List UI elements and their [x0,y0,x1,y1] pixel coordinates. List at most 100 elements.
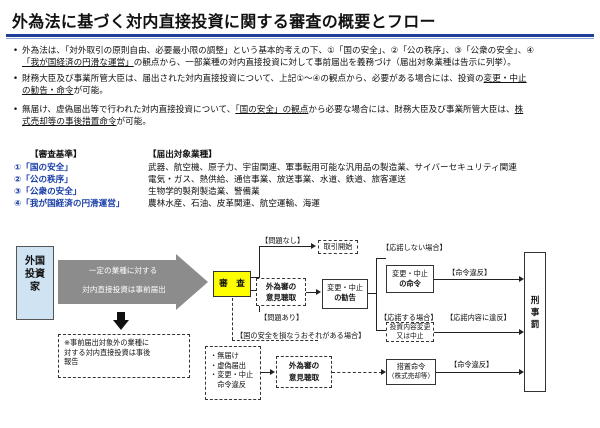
bullet-2-tail: が可能。 [73,86,108,96]
criteria-row-2: ②「公の秩序」 [14,175,73,187]
connector [368,293,376,294]
connector [376,258,386,259]
transaction-start-box: 取引開始 [318,240,358,254]
transaction-start-label: 取引開始 [323,242,353,251]
post-report-note: ※事前届出対象外の業種に 対する対内直接投資は事後 報告 [58,334,190,378]
bullet-3: • 無届け、虚偽届出等で行われた対内直接投資について、「国の安全」の観点から必要… [13,105,524,127]
council-label: 意見聴取 [265,293,297,302]
connector [436,372,520,373]
bullet-1: • 外為法は、「対外取引の原則自由、必要最小限の調整」という基本的考えの下、①「… [13,46,535,68]
unfiled-item: ・変更・中止 [210,370,254,379]
unfiled-conditions-box: ・無届け ・虚偽届出 ・変更・中止 命令違反 [205,346,261,400]
bullet-3-underline-3: 式売却等の事後措置命令 [22,117,117,127]
criteria-num: ③ [14,187,22,197]
council-hearing-box-1: 外為審の 意見聴取 [256,278,306,306]
unfiled-item: ・虚偽届出 [210,360,246,370]
note-line: 対する対内直接投資は事後 [64,347,151,357]
arrow-head [316,289,321,295]
connector [232,340,318,341]
review-label: 審 査 [219,279,245,289]
connector [251,290,259,291]
connector [259,246,260,278]
unfiled-item: ・無届け [210,351,239,360]
post-report-arrow [113,312,129,330]
bullet-1-criteria-4: 「我が国経済の円滑な運営」 [22,58,134,68]
industries-header: 【届出対象業種】 [148,150,217,160]
council-hearing-box-2: 外為審の 意見聴取 [276,356,332,388]
council-label: 意見聴取 [288,373,320,382]
measure-order-box: 措置命令 （株式売却等） [386,359,436,385]
criteria-label: 「我が国経済の円滑運営」 [21,199,125,209]
criteria-num: ① [14,163,22,173]
criteria-label: 「国の安全」 [21,163,73,173]
bullet-3-underline: 「国の安全」の観点 [235,105,309,115]
bullet-3-text-b: から必要な場合には、財務大臣及び事業所管大臣は、 [308,105,515,115]
connector [261,372,271,373]
measure-order-label: 措置命令 [396,362,426,371]
connector [376,258,377,330]
criteria-label: 「公の秩序」 [21,175,73,185]
bullet-3-tail: が可能。 [116,117,151,127]
connector [251,277,259,278]
connector [232,298,233,340]
council-label: 外為審の [288,361,320,370]
industries-row-2: 電気・ガス、熱供給、通信事業、放送事業、水道、鉄道、旅客運送 [148,175,406,185]
bullet-3-text: 無届け、虚偽届出等で行われた対内直接投資について、 [22,105,236,115]
violation-label-1: 【命令違反】 [448,268,492,277]
criteria-num: ② [14,175,22,185]
criteria-row-4: ④「我が国経済の円滑運営」 [14,199,124,211]
arrow-head [519,276,524,282]
no-accept-label: 【応諾しない場合】 [382,243,447,252]
prior-notification-arrow [58,254,208,310]
connector [332,372,382,373]
problem-label: 【問題あり】 [260,313,304,322]
industries-row-3: 生物学的製剤製造業、警備業 [148,187,260,197]
connector [434,332,520,333]
bullet-2-underline: 変更・中止 [483,74,527,84]
industries-row-4: 農林水産、石油、皮革関連、航空運輸、海運 [148,199,320,209]
bullet-2: • 財務大臣及び事業所管大臣は、届出された対内直接投資について、上記①〜④の観点… [13,74,527,96]
connector [306,292,318,293]
connector [259,246,311,247]
bullet-2-underline-2: の勧告・命令 [22,86,74,96]
arrow-head [311,243,316,249]
measure-order-label: （株式売却等） [387,371,435,380]
criteria-label: 「公衆の安全」 [21,187,82,197]
no-problem-label: 【問題なし】 [261,236,305,245]
bullet-1-tail: の観点から、一部業種の対内直接投資に対して事前届出を義務づけ（届出対象業種は告示… [133,58,516,68]
recommendation-box: 変更・中止 の勧告 [322,279,368,309]
order-label: の命令 [399,278,421,288]
criminal-penalty-box: 刑事罰 [524,252,546,392]
note-line: ※事前届出対象外の業種に [64,338,150,347]
arrow-label-2: 対内直接投資は事前届出 [82,285,166,294]
change-report-label: 又は中止 [396,332,424,340]
title-rule-thin [6,38,594,39]
order-box: 変更・中止 の命令 [386,265,434,293]
unfiled-item: 命令違反 [210,379,246,389]
industries-row-1: 武器、航空機、原子力、宇宙関連、軍事転用可能な汎用品の製造業、サイバーセキュリテ… [148,163,517,173]
arrow-head [270,369,275,375]
violation-label-3: 【命令違反】 [450,360,494,369]
foreign-investor-box: 外国投資家 [16,246,54,320]
title-rule [6,34,594,37]
recommendation-label: の勧告 [334,292,356,302]
arrow-label-1: 一定の業種に対する [88,266,158,275]
bullet-1-criteria: ①「国の安全」、②「公の秩序」、③「公衆の安全」、④ [327,46,535,56]
bullet-3-underline-2: 株 [514,105,524,115]
connector [434,279,520,280]
bullet-1-text: 外為法は、「対外取引の原則自由、必要最小限の調整」という基本的考えの下、 [22,46,328,56]
criminal-penalty-label: 刑事罰 [530,296,540,330]
arrow-head [381,369,386,375]
change-report-box: 投資内容変更 又は中止 [386,322,434,342]
arrow-head [519,329,524,335]
criteria-num: ④ [14,199,22,209]
national-security-label: 【国の安全を損なうおそれがある場合】 [236,331,366,340]
review-box: 審 査 [213,271,251,297]
connector [376,330,386,331]
criteria-row-1: ①「国の安全」 [14,163,73,175]
change-report-label: 投資内容変更 [389,323,431,331]
order-label: 変更・中止 [392,269,428,278]
note-line: 報告 [64,357,79,366]
criteria-row-3: ③「公衆の安全」 [14,187,81,199]
foreign-investor-label: 外国投資家 [25,256,45,293]
